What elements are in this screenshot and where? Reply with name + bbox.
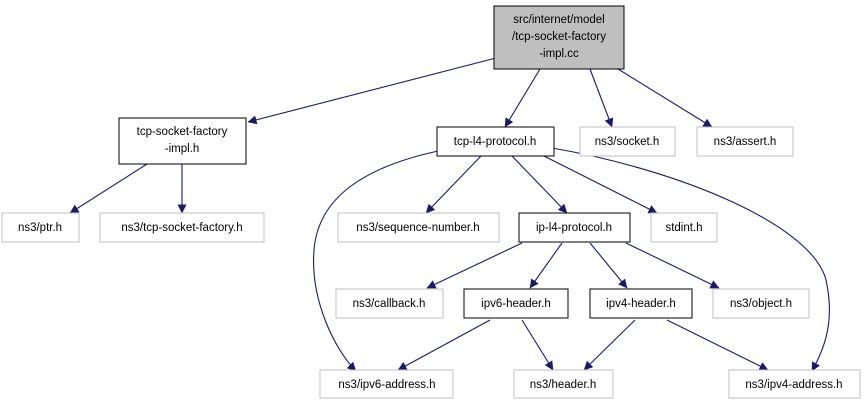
edge-tcp-l4-protocol-h-to-ns3-ipv4-address-h <box>551 147 830 372</box>
node-tcp-l4-protocol-h[interactable]: tcp-l4-protocol.h <box>436 126 555 157</box>
node-ns3-tcp-socket-factory-h: ns3/tcp-socket-factory.h <box>99 212 265 243</box>
node-label: ns3/ptr.h <box>18 222 62 234</box>
node-stdint-h: stdint.h <box>650 212 718 243</box>
node-ns3-object-h: ns3/object.h <box>712 288 810 319</box>
node-label: ns3/object.h <box>730 298 792 310</box>
edge-ip-l4-protocol-h-to-ns3-object-h <box>625 242 720 289</box>
node-ipv6-header-h[interactable]: ipv6-header.h <box>463 288 569 319</box>
edge-tcp-l4-protocol-h-to-ns3-ipv6-address-h <box>313 148 449 372</box>
node-label-line: -impl.cc <box>539 48 579 60</box>
node-label: ip-l4-protocol.h <box>536 222 612 234</box>
node-label: ns3/socket.h <box>595 136 660 148</box>
edge-ip-l4-protocol-h-to-ipv6-header-h <box>529 242 563 289</box>
edge-root-to-ns3-assert-h <box>617 68 713 128</box>
node-label: ns3/tcp-socket-factory.h <box>121 222 242 234</box>
edges <box>69 57 830 372</box>
node-ns3-callback-h: ns3/callback.h <box>335 288 444 319</box>
edge-tcp-socket-factory-impl-h-to-ns3-ptr-h <box>69 163 148 214</box>
node-ns3-ipv6-address-h: ns3/ipv6-address.h <box>319 369 454 399</box>
edge-ipv6-header-h-to-ns3-header-h <box>521 319 554 371</box>
node-tcp-socket-factory-impl-h[interactable]: tcp-socket-factory -impl.h <box>118 117 247 165</box>
edge-tcp-l4-protocol-h-to-ns3-sequence-number-h <box>425 155 482 214</box>
node-label: ns3/ipv6-address.h <box>338 379 435 391</box>
node-label-line: tcp-socket-factory <box>137 126 228 138</box>
edge-ipv6-header-h-to-ns3-ipv6-address-h <box>397 319 491 371</box>
node-label-line: -impl.h <box>165 143 200 155</box>
node-label: ipv6-header.h <box>481 298 551 310</box>
node-label-line: src/internet/model <box>513 14 604 26</box>
node-label: ns3/sequence-number.h <box>356 222 479 234</box>
edge-ipv4-header-h-to-ns3-header-h <box>583 319 636 371</box>
node-ns3-socket-h: ns3/socket.h <box>579 126 676 157</box>
node-label: stdint.h <box>665 222 702 234</box>
node-ipv4-header-h[interactable]: ipv4-header.h <box>589 288 693 319</box>
node-label: ns3/header.h <box>530 379 597 391</box>
edge-tcp-l4-protocol-h-to-stdint-h <box>539 153 658 214</box>
node-ns3-sequence-number-h: ns3/sequence-number.h <box>337 212 500 243</box>
nodes: src/internet/model /tcp-socket-factory -… <box>1 5 861 399</box>
edge-tcp-l4-protocol-h-to-ip-l4-protocol-h <box>511 155 568 214</box>
edge-ip-l4-protocol-h-to-ipv4-header-h <box>589 242 628 289</box>
node-label: tcp-l4-protocol.h <box>454 136 536 148</box>
node-label: ns3/assert.h <box>714 136 777 148</box>
edge-root-to-tcp-l4-protocol-h <box>504 68 541 128</box>
node-ns3-header-h: ns3/header.h <box>513 369 614 399</box>
node-ip-l4-protocol-h[interactable]: ip-l4-protocol.h <box>518 212 631 243</box>
edge-ip-l4-protocol-h-to-ns3-callback-h <box>426 242 523 289</box>
node-label: ns3/callback.h <box>353 298 426 310</box>
edge-ipv4-header-h-to-ns3-ipv4-address-h <box>666 319 769 371</box>
node-ns3-ipv4-address-h: ns3/ipv4-address.h <box>728 369 861 399</box>
node-ns3-ptr-h: ns3/ptr.h <box>1 212 80 243</box>
edge-root-to-tcp-socket-factory-impl-h <box>247 57 497 125</box>
node-root-file: src/internet/model /tcp-socket-factory -… <box>493 5 625 70</box>
node-label: ns3/ipv4-address.h <box>745 379 842 391</box>
node-ns3-assert-h: ns3/assert.h <box>696 126 794 157</box>
edge-root-to-ns3-socket-h <box>589 68 614 128</box>
node-label: ipv4-header.h <box>606 298 676 310</box>
node-label-line: /tcp-socket-factory <box>512 31 606 43</box>
